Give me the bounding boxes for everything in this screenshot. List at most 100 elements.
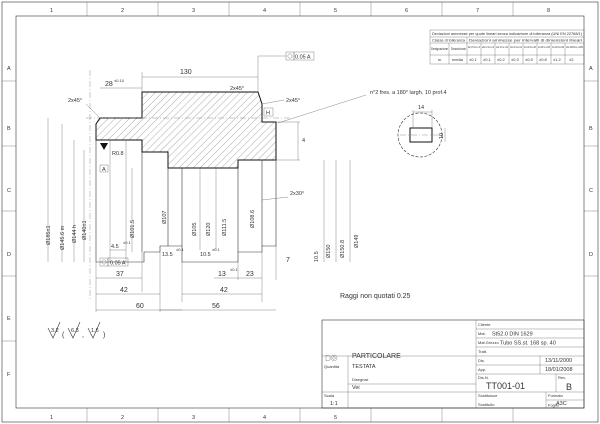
top-dimensions: 130 28 ±0.10 2x45° 2x45° 2x45° 0.05 A n°… (68, 51, 447, 201)
tb-rev-label: Rev. (558, 375, 566, 380)
column-markers: 1 2 3 4 5 6 7 8 1 2 3 4 5 (50, 2, 550, 422)
tb-materiale: St52.0 DIN 1629 (492, 332, 533, 338)
tolerance-table: Deviazioni ammesse per quote lineari sen… (429, 29, 585, 65)
datum-a: A (102, 167, 106, 173)
tol-header-class: Classe di tolleranza (432, 38, 466, 43)
svg-text:H: H (266, 111, 270, 117)
dim-13-tol: ±0.1 (230, 267, 239, 272)
dim-13-5: 13.5 (162, 252, 173, 258)
dia-111: Ø111.5 (222, 219, 228, 236)
tb-disegnatore: Vei (352, 385, 360, 391)
inner-frame (15, 15, 585, 409)
tol-range-3: oltre 6 fino a 30 (496, 45, 508, 49)
dim-r08: R0.8 (112, 151, 124, 157)
tb-disegnatore-label: Disegnat. (352, 377, 369, 382)
tb-dis-date: 13/11/2000 (545, 358, 572, 364)
dim-14: 14 (418, 105, 424, 111)
tol-col-design: Designazione (431, 46, 449, 51)
tol-row-design: m (438, 57, 442, 62)
roughness-1: 3.2 (51, 328, 59, 334)
dia-145: Ø145.6 m (60, 225, 66, 250)
col-1-bottom: 1 (50, 415, 53, 421)
dia-120: Ø120 (206, 223, 212, 236)
notch-note: n°2 fres. a 180° largh. 10 prof.4 (370, 90, 447, 96)
dim-4: 4 (302, 138, 305, 144)
diameter-dimensions: Ø185±1 Ø145.6 m Ø144 h Ø140±1 Ø101.5 Ø10… (46, 118, 360, 262)
tb-dis-label: Dis. (478, 358, 485, 363)
col-1: 1 (50, 8, 53, 14)
dim-2x45-b: 2x45° (230, 86, 244, 92)
col-2-bottom: 2 (121, 415, 124, 421)
dim-2x45-c: 2x45° (286, 98, 300, 104)
roughness-2: 6.3 (71, 328, 79, 334)
tol-val-5: ±0.5 (525, 57, 534, 62)
tol-val-1: ±0.1 (469, 57, 478, 62)
projection-symbol-icon (325, 354, 338, 362)
tol-val-4: ±0.3 (511, 57, 520, 62)
row-d-right: D (589, 252, 593, 258)
dia-150-8: Ø150.8 (340, 240, 346, 258)
tb-drawing-no: TT001-01 (486, 381, 525, 391)
tol-range-2: oltre 3 fino a 6 (482, 45, 494, 49)
dim-2x30: 2x30° (290, 191, 304, 197)
tol-col-desc: Descrizione (451, 46, 467, 51)
title-block: Cliente Mat. St52.0 DIN 1629 Mat.Grezzo … (321, 319, 585, 409)
notch-detail: 14 10 (397, 105, 446, 158)
radius-note: Raggi non quotati 0.25 (340, 293, 411, 300)
tb-scala: 1:1 (330, 401, 338, 407)
roughness-symbols: 3.2 ( 6.3 , 1.6 ) (47, 321, 105, 339)
row-d: D (7, 252, 11, 258)
row-markers: A B C D E F A B C D (2, 66, 598, 378)
col-7: 7 (476, 8, 479, 14)
dia-140: Ø140±1 (82, 220, 88, 240)
dia-105: Ø105 (192, 223, 198, 236)
tol-range-8: oltre 2000 fino a 4000 (566, 45, 583, 49)
dim-105: 10.5 (314, 251, 320, 262)
tb-formato: A3C (556, 401, 567, 407)
tb-drawing-no-label: Dis.N. (478, 375, 489, 380)
svg-text:,: , (82, 332, 84, 339)
tol-val-3: ±0.2 (497, 57, 506, 62)
tb-app-date: 18/01/2008 (545, 367, 573, 373)
tol-range-4: oltre 30 fino a 120 (510, 45, 522, 49)
row-b-right: B (589, 126, 593, 132)
tol-val-2: ±0.1 (483, 57, 492, 62)
tol-range-7: oltre 1000 fino a 2000 (552, 45, 564, 49)
tol-val-8: ±2 (569, 57, 574, 62)
row-c-right: C (589, 188, 593, 194)
dia-185: Ø185±1 (46, 225, 52, 245)
tol-range-1: da 0,5 fino a 3 (468, 45, 480, 49)
tb-trattamento-label: Tratt. (478, 349, 487, 354)
dia-150: Ø150 (326, 245, 332, 258)
tol-header-dev: Deviazioni ammesse per intervalli di dim… (469, 38, 582, 43)
dim-42-a: 42 (120, 287, 128, 294)
col-4: 4 (263, 8, 266, 14)
tol-title: Deviazioni ammesse per quote lineari sen… (432, 31, 583, 36)
dim-28-tol: ±0.10 (114, 78, 125, 83)
dia-149: Ø149 (354, 235, 360, 248)
tol-range-6: oltre 400 fino a 1000 (538, 45, 550, 49)
dim-13-5-tol: ±0.1 (176, 247, 185, 252)
col-8: 8 (547, 8, 550, 14)
col-4-bottom: 4 (263, 415, 266, 421)
dim-56: 56 (212, 303, 220, 310)
dim-13: 13 (218, 271, 226, 278)
tb-part-label: PARTICOLARE (352, 353, 401, 360)
tol-range-5: oltre 120 fino a 400 (524, 45, 536, 49)
dim-10-5-tol: ±0.1 (212, 247, 221, 252)
dia-108: Ø108.6 (250, 210, 256, 228)
dim-4-5-tol: ±0.1 (123, 240, 132, 245)
tb-scala-label: Scala (324, 393, 335, 398)
col-6: 6 (405, 8, 408, 14)
row-e: E (7, 316, 11, 322)
tb-quantity-label: Quantità (324, 364, 340, 369)
dia-101: Ø101.5 (130, 220, 136, 238)
dim-4-5: 4.5 (111, 244, 119, 250)
col-2: 2 (121, 8, 124, 14)
tol-row-desc: media (452, 57, 464, 62)
tb-mat-grezzo-label: Mat.Grezzo (478, 340, 499, 345)
col-5: 5 (334, 8, 337, 14)
tb-materiale-label: Mat. (478, 331, 486, 336)
row-c: C (7, 188, 11, 194)
